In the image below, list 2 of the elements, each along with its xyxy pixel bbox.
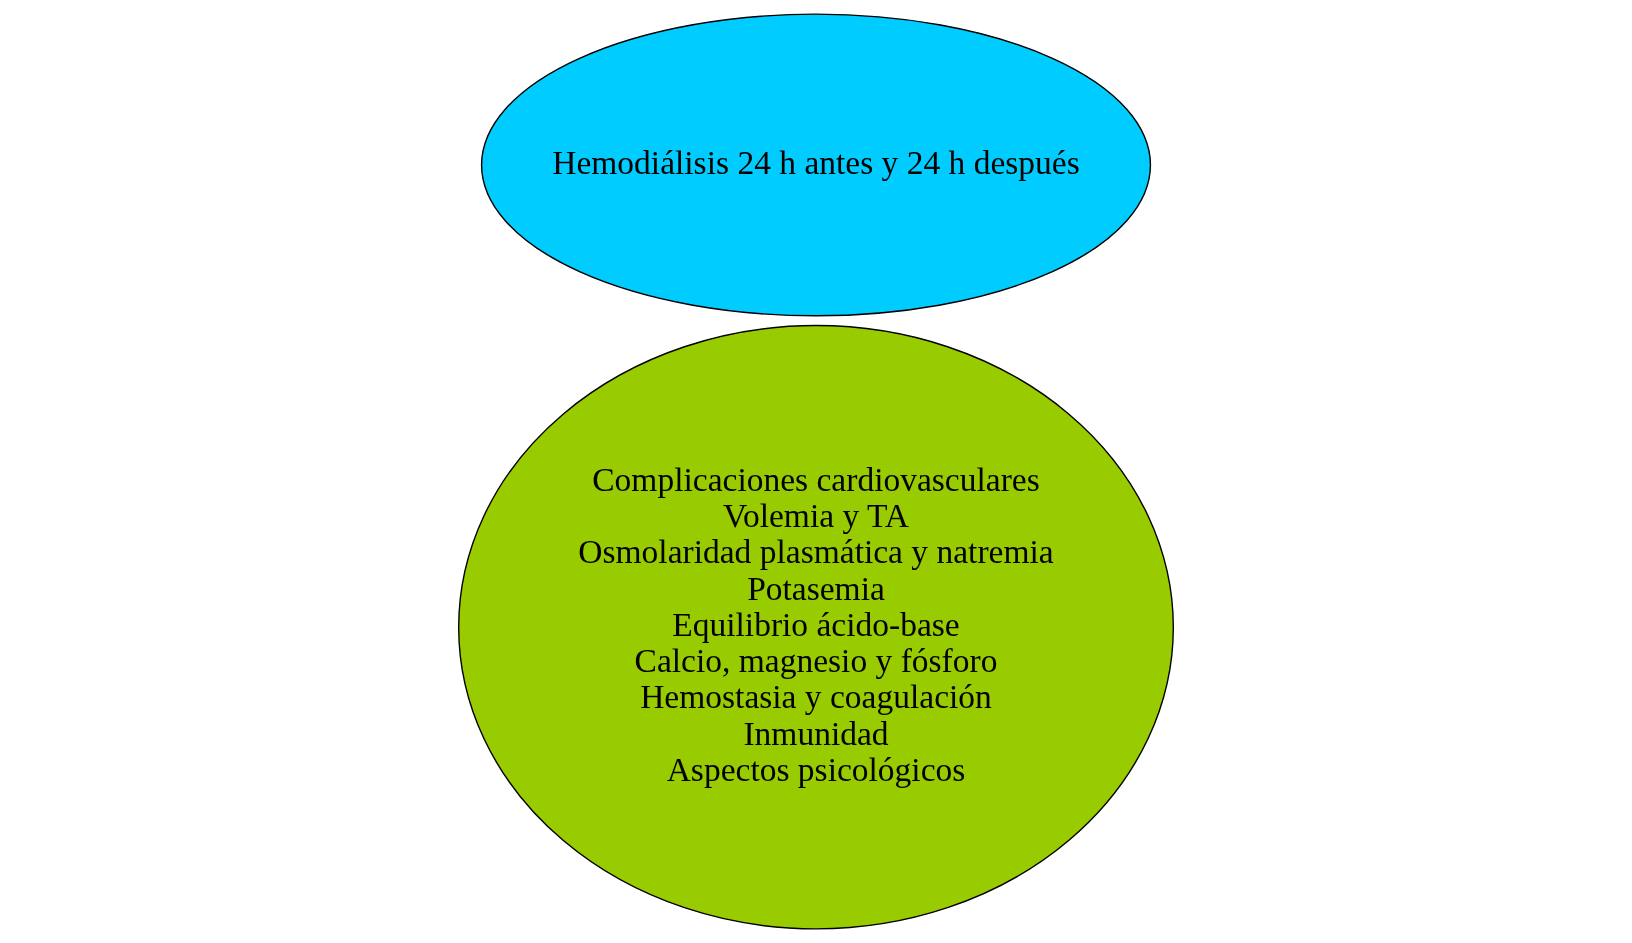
node-ellipse: Hemodiálisis 24 h antes y 24 h después xyxy=(480,13,1152,317)
node-ellipse: Complicaciones cardiovasculares Volemia y TA Osmolaridad plasmática y natremia Potasemia Equilibrio ácido-base Calcio, magnesio y fósforo Hemostasia y coagulación Inmunidad Aspectos psicológicos xyxy=(458,324,1174,930)
